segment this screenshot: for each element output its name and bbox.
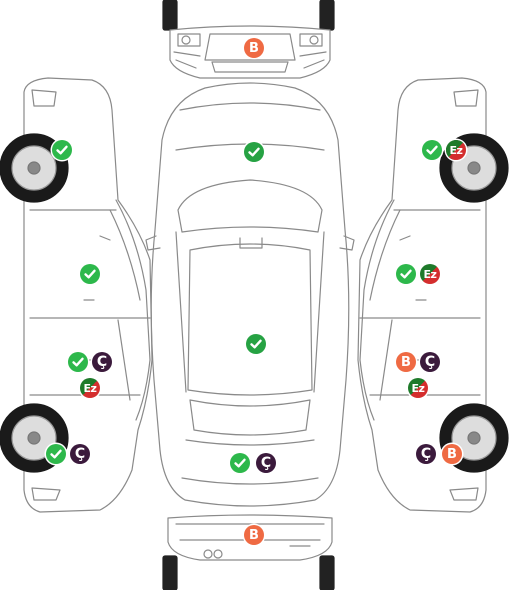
left-rear-door-cizik-mark[interactable]: Ç: [92, 352, 112, 372]
trunk-cizik-mark[interactable]: Ç: [256, 453, 276, 473]
check-icon: [50, 449, 62, 459]
right-rear-fender-boya-mark[interactable]: B: [442, 444, 462, 464]
top-view-body: [145, 82, 355, 507]
left-rear-door-ok-mark[interactable]: [68, 352, 88, 372]
left-rear-door-ez-mark[interactable]: Ez: [80, 378, 100, 398]
left-front-fender-ok-mark[interactable]: [52, 140, 72, 160]
trunk-ok-mark[interactable]: [230, 453, 250, 473]
right-front-fender-ez-mark[interactable]: Ez: [446, 140, 466, 160]
roof-ok-mark[interactable]: [246, 334, 266, 354]
check-icon: [400, 269, 412, 279]
rear-bumper-boya-mark[interactable]: B: [244, 525, 264, 545]
right-front-door-ez-mark[interactable]: Ez: [420, 264, 440, 284]
front-bumper-boya-mark[interactable]: B: [244, 38, 264, 58]
right-front-door-ok-mark[interactable]: [396, 264, 416, 284]
check-icon: [248, 147, 260, 157]
check-icon: [84, 269, 96, 279]
check-icon: [72, 357, 84, 367]
check-icon: [234, 458, 246, 468]
check-icon: [250, 339, 262, 349]
right-rear-door-ez-mark[interactable]: Ez: [408, 378, 428, 398]
left-rear-fender-ok-mark[interactable]: [46, 444, 66, 464]
right-rear-fender-cizik-mark[interactable]: Ç: [416, 444, 436, 464]
right-rear-door-cizik-mark[interactable]: Ç: [420, 352, 440, 372]
left-rear-fender-cizik-mark[interactable]: Ç: [70, 444, 90, 464]
hood-ok-mark[interactable]: [244, 142, 264, 162]
left-front-door-ok-mark[interactable]: [80, 264, 100, 284]
right-front-fender-ok-mark[interactable]: [422, 140, 442, 160]
check-icon: [426, 145, 438, 155]
right-rear-door-boya-mark[interactable]: B: [396, 352, 416, 372]
check-icon: [56, 145, 68, 155]
